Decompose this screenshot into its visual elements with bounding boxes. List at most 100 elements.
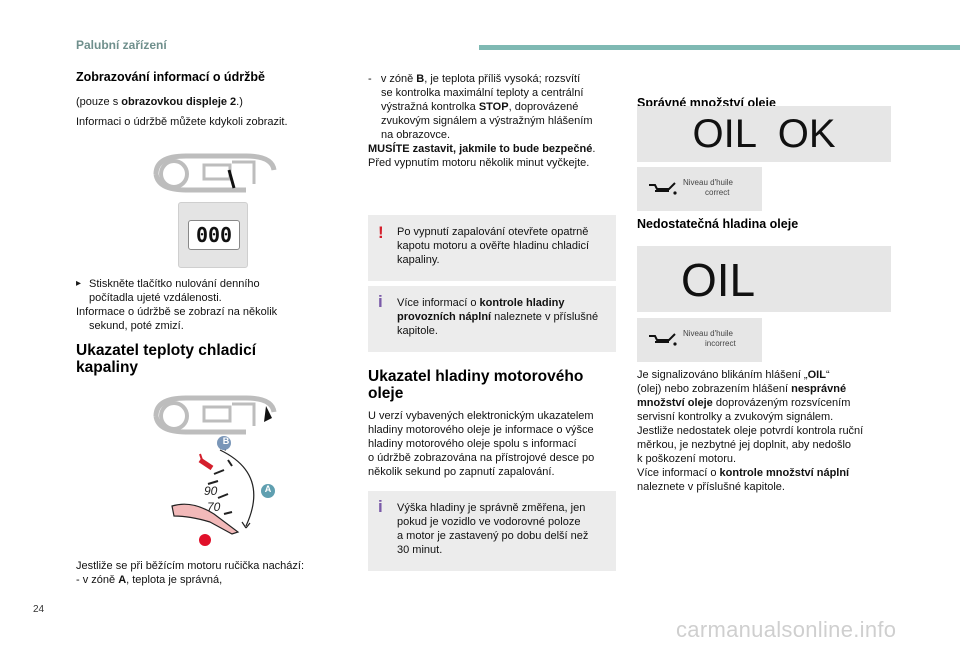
t3-bold: množství oleje <box>637 397 713 409</box>
oil-text: OIL <box>681 254 756 306</box>
warning-box: ! Po vypnutí zapalování otevřete opatrně… <box>368 215 616 281</box>
low-oil-line-8: Více informací o kontrole množství nápln… <box>637 466 849 480</box>
instrument-cluster-illustration-2 <box>153 395 277 435</box>
must-stop-bold: MUSÍTE zastavit, jakmile to bude bezpečn… <box>368 143 593 155</box>
info2-line-3: a motor je zastavený po dobu delší než <box>397 530 589 542</box>
gauge-zone-a-label: A <box>264 484 272 494</box>
low-oil-line-6: měrkou, je nezbytné jej doplnit, aby ned… <box>637 439 852 451</box>
info1-line-3: kapitole. <box>397 325 438 337</box>
oil-can-icon-2 <box>649 333 677 346</box>
info1-line-1: Více informací o kontrole hladiny <box>397 296 604 310</box>
oil-incorrect-line-1: Niveau d'huile <box>683 329 734 338</box>
warning-line-1: Po vypnutí zapalování otevřete opatrně <box>397 226 589 238</box>
header-accent-bar <box>479 45 960 50</box>
gauge-zone-b-label: B <box>222 436 230 446</box>
oil-level-incorrect-display: Niveau d'huile incorrect <box>637 318 762 362</box>
t1-bold: OIL <box>807 369 826 381</box>
t3-suffix: doprovázeným rozsvícením <box>712 397 851 409</box>
oil-correct-line-1: Niveau d'huile <box>683 178 734 187</box>
zone-b-prefix: - v zóně <box>368 73 417 85</box>
low-oil-line-5: Jestliže nedostatek oleje potvrdí kontro… <box>637 425 864 437</box>
stop-bold: STOP <box>478 101 509 113</box>
warning-icon: ! <box>378 223 384 242</box>
info2-line-2: pokud je vozidlo ve vodorovné poloze <box>397 516 581 528</box>
zone-b-line-4: zvukovým signálem a výstražným hlášením <box>381 115 593 127</box>
t8-bold: kontrole množství náplní <box>719 467 850 479</box>
zone-b-bold: B <box>416 73 425 85</box>
t8-prefix: Více informací o <box>637 467 720 479</box>
info2-line-4: 30 minut. <box>397 544 443 556</box>
info-icon: i <box>378 292 383 311</box>
low-oil-line-2: (olej) nebo zobrazením hlášení nesprávné <box>637 382 846 396</box>
zone-b-line-1: - v zóně B, je teplota příliš vysoká; ro… <box>368 72 580 86</box>
oil-body-line-2: hladiny motorového oleje je informace o … <box>368 424 594 436</box>
info1-bold: kontrole hladiny <box>479 297 565 309</box>
display-screen: 000 <box>188 220 240 250</box>
stop-suffix: , doprovázené <box>508 101 579 113</box>
oil-incorrect-line-2: incorrect <box>705 339 736 348</box>
info1-bold-2: provozních náplní <box>397 311 492 323</box>
step-line-2: počítadla ujeté vzdálenosti. <box>89 292 222 304</box>
heading-low-oil: Nedostatečná hladina oleje <box>637 217 799 231</box>
oil-ok-text: OIL OK <box>692 112 836 156</box>
stop-prefix: výstražná kontrolka <box>381 101 479 113</box>
heading-oil-level-line-1: Ukazatel hladiny motorového <box>368 368 584 385</box>
maintenance-intro: Informaci o údržbě můžete kdykoli zobraz… <box>76 116 288 128</box>
info1-line-2: provozních náplní naleznete v příslušné <box>397 310 604 324</box>
warning-line-3: kapaliny. <box>397 254 440 266</box>
coolant-bottom-line-2: - v zóně A, teplota je správná, <box>76 573 222 587</box>
t1-prefix: Je signalizováno blikáním hlášení „ <box>637 369 808 381</box>
low-oil-line-4: servisní kontrolky a zvukovým signálem. <box>637 411 834 423</box>
zone-b-line-5: na obrazovce. <box>381 129 451 141</box>
oil-body-line-3: hladiny motorového oleje spolu s informa… <box>368 438 577 450</box>
oil-display: OIL <box>637 246 891 312</box>
must-stop-line: MUSÍTE zastavit, jakmile to bude bezpečn… <box>368 142 595 156</box>
heading-maintenance-info: Zobrazování informací o údržbě <box>76 70 265 84</box>
oil-body-line-4: o údržbě zobrazována na přístrojové desc… <box>368 452 595 464</box>
note-bold: obrazovkou displeje 2 <box>121 96 237 108</box>
step-line-1: Stiskněte tlačítko nulování denního <box>89 278 260 290</box>
oil-ok-display: OIL OK <box>637 106 891 162</box>
zone-b-line-3: výstražná kontrolka STOP, doprovázené <box>381 100 578 114</box>
heading-coolant-temp-line-2: kapaliny <box>76 359 139 376</box>
step-bullet-icon: ▸ <box>76 278 82 289</box>
info-icon-2: i <box>378 497 383 516</box>
oil-body-line-1: U verzí vybavených elektronickým ukazate… <box>368 410 594 422</box>
oil-level-correct-display: Niveau d'huile correct <box>637 167 762 211</box>
info2-line-1: Výška hladiny je správně změřena, jen <box>397 502 586 514</box>
low-oil-line-1: Je signalizováno blikáním hlášení „OIL“ <box>637 368 830 382</box>
warning-line-2: kapotu motoru a ověřte hladinu chladicí <box>397 240 590 252</box>
note-suffix: .) <box>236 96 243 108</box>
zone-a-bold: A <box>118 574 127 586</box>
t2-prefix: (olej) nebo zobrazením hlášení <box>637 383 792 395</box>
gauge-70-label: 70 <box>207 500 221 514</box>
oil-correct-line-2: correct <box>705 188 730 197</box>
trip-reset-display: 000 <box>178 202 248 268</box>
instrument-cluster-illustration <box>153 153 277 193</box>
low-oil-line-9: naleznete v příslušné kapitole. <box>637 481 785 493</box>
info1-prefix: Více informací o <box>397 297 480 309</box>
info-box-measurement: i Výška hladiny je správně změřena, jen … <box>368 491 616 571</box>
oil-can-icon <box>649 182 677 195</box>
low-oil-line-7: k poškození motoru. <box>637 453 737 465</box>
low-oil-line-3: množství oleje doprovázeným rozsvícením <box>637 396 850 410</box>
wait-line: Před vypnutím motoru několik minut vyčke… <box>368 157 590 169</box>
info-box-fluids: i Více informací o kontrole hladiny prov… <box>368 286 616 352</box>
zone-a-suffix: , teplota je správná, <box>126 574 223 586</box>
gauge-90-label: 90 <box>204 484 218 498</box>
zone-b-line-2: se kontrolka maximální teploty a centrál… <box>381 87 584 99</box>
oil-body-line-5: několik sekund po zapnutí zapalování. <box>368 466 555 478</box>
t1-suffix: “ <box>825 369 830 381</box>
coolant-temperature-gauge <box>171 436 275 546</box>
heading-oil-level-line-2: oleje <box>368 385 404 402</box>
after-line-1: Informace o údržbě se zobrazí na několik <box>76 306 278 318</box>
must-stop-suffix: . <box>592 143 596 155</box>
info1-suffix: naleznete v příslušné <box>491 311 599 323</box>
watermark: carmanualsonline.info <box>676 617 897 642</box>
zone-a-prefix: - v zóně <box>76 574 119 586</box>
page-number: 24 <box>33 604 45 615</box>
running-header: Palubní zařízení <box>76 38 167 52</box>
heading-coolant-temp-line-1: Ukazatel teploty chladicí <box>76 342 257 359</box>
after-line-2: sekund, poté zmizí. <box>89 320 184 332</box>
coolant-bottom-line-1: Jestliže se při běžícím motoru ručička n… <box>76 560 305 572</box>
